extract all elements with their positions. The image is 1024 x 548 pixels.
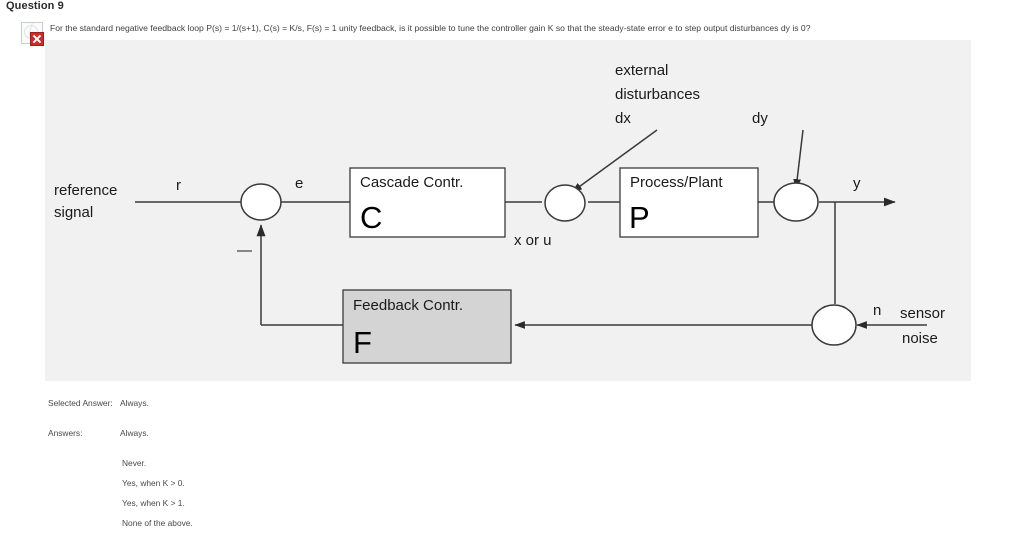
- red-x-badge-icon: [30, 32, 44, 46]
- broken-image-icon: [21, 22, 45, 46]
- answer-option-4[interactable]: None of the above.: [122, 518, 193, 528]
- answers-row: Answers: Always.: [48, 428, 548, 458]
- label-y: y: [853, 175, 861, 192]
- page-title: Question 9: [6, 0, 64, 12]
- question-text: For the standard negative feedback loop …: [50, 23, 811, 33]
- block-feedback-controller: [342, 289, 512, 364]
- selected-answer-label: Selected Answer:: [48, 398, 113, 408]
- sum-junction-dx: [544, 184, 586, 222]
- label-r: r: [176, 177, 181, 194]
- block-feedback-letter: F: [353, 325, 372, 360]
- block-diagram: Cascade Contr. C Process/Plant P Feedbac…: [45, 40, 971, 381]
- answer-option-2[interactable]: Yes, when K > 0.: [122, 478, 185, 488]
- block-cascade-title: Cascade Contr.: [360, 174, 463, 191]
- answer-options-list: Never. Yes, when K > 0. Yes, when K > 1.…: [48, 458, 548, 548]
- label-x-or-u: x or u: [514, 232, 552, 249]
- block-feedback-title: Feedback Contr.: [353, 297, 463, 314]
- selected-answer-value: Always.: [120, 398, 149, 408]
- answer-option-3[interactable]: Yes, when K > 1.: [122, 498, 185, 508]
- answer-option-1[interactable]: Never.: [122, 458, 147, 468]
- block-cascade-controller: [349, 167, 506, 238]
- label-dy: dy: [752, 110, 768, 127]
- block-cascade-letter: C: [360, 200, 382, 235]
- label-reference-line1: reference: [54, 182, 117, 199]
- selected-answer-row: Selected Answer: Always.: [48, 398, 548, 428]
- arrow-dx: [571, 129, 658, 193]
- answers-section: Selected Answer: Always. Answers: Always…: [48, 398, 548, 548]
- label-minus-sign: —: [237, 242, 252, 259]
- label-reference-line2: signal: [54, 204, 93, 221]
- label-external-line2: disturbances: [615, 86, 700, 103]
- label-sensor-line2: noise: [902, 330, 938, 347]
- block-process-title: Process/Plant: [630, 174, 723, 191]
- label-n: n: [873, 302, 881, 319]
- label-e: e: [295, 175, 303, 192]
- answer-option-0[interactable]: Always.: [120, 428, 149, 438]
- answers-label: Answers:: [48, 428, 83, 438]
- sum-junction-error: [240, 183, 282, 221]
- block-process-plant: [619, 167, 759, 238]
- label-sensor-line1: sensor: [900, 305, 945, 322]
- sum-junction-dy: [773, 182, 819, 222]
- block-process-letter: P: [629, 200, 650, 235]
- sum-junction-sensor-noise: [811, 304, 857, 346]
- label-dx: dx: [615, 110, 631, 127]
- label-external-line1: external: [615, 62, 668, 79]
- arrow-dy: [793, 129, 804, 190]
